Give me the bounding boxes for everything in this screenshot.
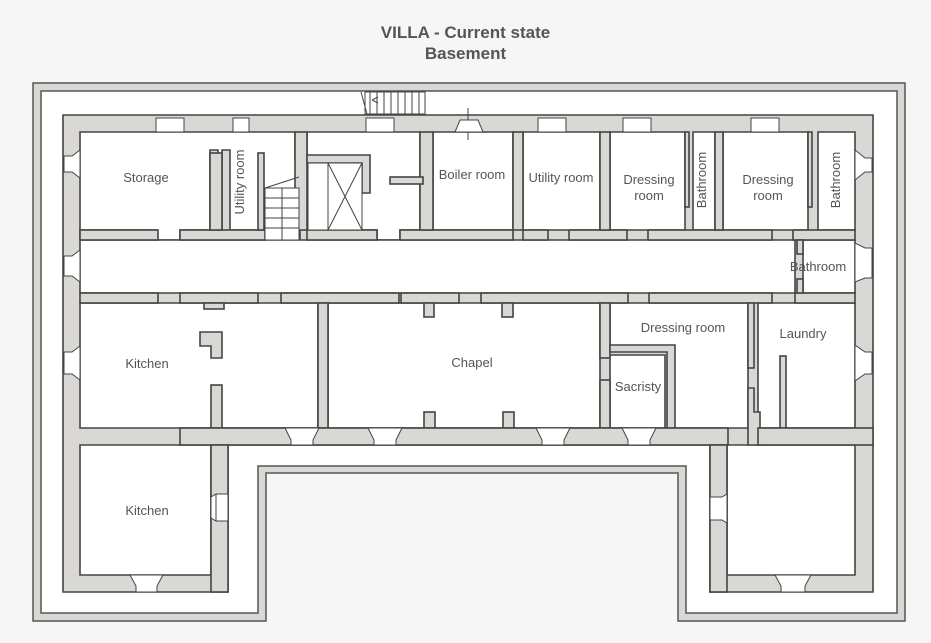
room-laundry — [757, 302, 856, 429]
label-dressing-room-2-line1: Dressing — [742, 172, 793, 187]
room-floors — [79, 131, 856, 576]
lift-shaft — [307, 162, 363, 231]
label-dressing-room-3: Dressing room — [641, 320, 726, 335]
label-sacristy: Sacristy — [615, 379, 662, 394]
label-boiler-room: Boiler room — [439, 167, 505, 182]
room-bottom-right — [726, 444, 856, 576]
label-dressing-room-1-line1: Dressing — [623, 172, 674, 187]
corridor — [79, 239, 796, 294]
room-labels: Storage Utility room Boiler room Utility… — [123, 149, 846, 518]
plan-title: VILLA - Current state — [380, 23, 551, 42]
windows — [63, 117, 873, 593]
label-dressing-room-1-line2: room — [634, 188, 664, 203]
label-dressing-room-2-line2: room — [753, 188, 783, 203]
label-bathroom-2: Bathroom — [828, 152, 843, 208]
label-storage: Storage — [123, 170, 169, 185]
interior-stair — [264, 176, 300, 241]
plan-subtitle: Basement — [424, 44, 507, 63]
label-utility-room-2: Utility room — [528, 170, 593, 185]
exterior-stair — [360, 91, 484, 140]
label-utility-room-1: Utility room — [232, 149, 247, 214]
label-kitchen-1: Kitchen — [125, 356, 168, 371]
label-laundry: Laundry — [780, 326, 827, 341]
label-chapel: Chapel — [451, 355, 492, 370]
label-bathroom-1: Bathroom — [694, 152, 709, 208]
label-kitchen-2: Kitchen — [125, 503, 168, 518]
label-bathroom-3: Bathroom — [790, 259, 846, 274]
room-kitchen-1 — [79, 302, 319, 429]
